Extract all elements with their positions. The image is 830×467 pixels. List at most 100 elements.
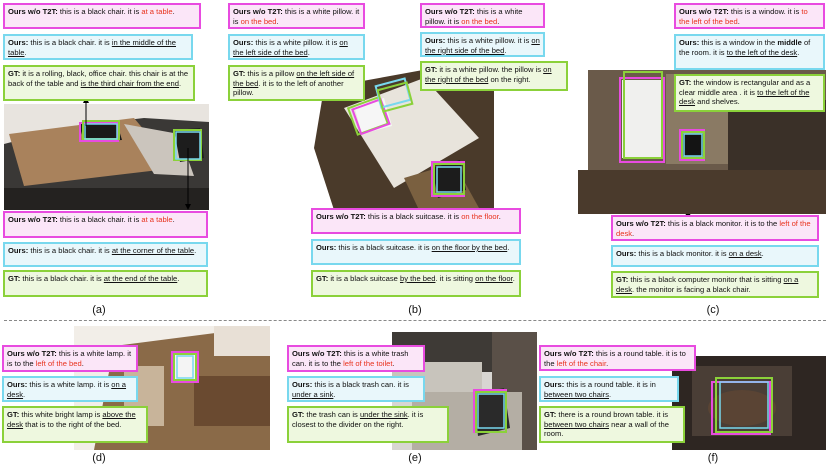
caption-label: GT: bbox=[7, 410, 20, 419]
caption-text: there is a round brown table. it is bbox=[556, 410, 669, 419]
caption-text: . bbox=[797, 47, 800, 57]
caption-box-a-ours-1: Ours: this is a black chair. it is in th… bbox=[3, 34, 193, 60]
caption-box-c-ours-wo-t2t-2: Ours w/o T2T: this is a black monitor. i… bbox=[611, 215, 819, 241]
caption-text: on the right. bbox=[488, 74, 531, 84]
key-phrase: on the right of the bed bbox=[425, 65, 552, 84]
key-phrase: above the desk bbox=[7, 410, 136, 429]
key-phrase: to the left of the desk bbox=[679, 87, 810, 107]
key-phrase: to the left of the desk bbox=[726, 47, 798, 57]
caption-label: GT: bbox=[616, 275, 629, 284]
caption-text: this is a white pillow. it is bbox=[445, 36, 532, 45]
caption-text: this is a black chair. it is bbox=[20, 274, 104, 283]
caption-label: Ours: bbox=[544, 380, 565, 389]
caption-text: . it is sitting bbox=[435, 274, 476, 283]
caption-label: Ours: bbox=[7, 380, 28, 389]
error-phrase: at a table bbox=[141, 215, 173, 224]
caption-text: . bbox=[178, 78, 182, 88]
key-phrase: at the corner of the table bbox=[111, 246, 195, 255]
caption-text: it is a white pillow. the pillow is bbox=[437, 65, 544, 74]
caption-box-a-ours-wo-t2t-2: Ours w/o T2T: this is a black chair. it … bbox=[3, 211, 208, 238]
error-phrase: at a table bbox=[141, 7, 173, 16]
caption-label: Ours w/o T2T: bbox=[316, 212, 366, 221]
panel-caption-f: (f) bbox=[707, 452, 719, 464]
caption-box-c-ours-2: Ours: this is a black monitor. it is on … bbox=[611, 245, 819, 267]
caption-text: this is a black chair. it is bbox=[28, 246, 112, 255]
caption-text: . bbox=[172, 7, 175, 16]
key-phrase: in the middle of the table bbox=[8, 38, 176, 57]
caption-box-c-gt-2: GT: this is a black computer monitor tha… bbox=[611, 271, 819, 298]
caption-box-b-ours-1: Ours: this is a white pillow. it is on t… bbox=[228, 34, 365, 60]
scene-image-b bbox=[314, 68, 494, 210]
caption-label: Ours: bbox=[425, 36, 446, 45]
caption-text: . bbox=[606, 358, 609, 368]
caption-label: Ours w/o T2T: bbox=[8, 215, 58, 224]
caption-label: Ours w/o T2T: bbox=[233, 7, 283, 16]
key-phrase: is the third chair from the end bbox=[80, 78, 179, 88]
caption-text: this is a black monitor. it is bbox=[636, 249, 729, 258]
caption-text: . it is closest to the divider on the ri… bbox=[292, 410, 424, 429]
caption-text: . bbox=[498, 212, 501, 221]
caption-text: this is a black chair. it is bbox=[57, 7, 142, 16]
caption-text: . bbox=[276, 16, 279, 26]
key-phrase: on the floor by the bed bbox=[431, 243, 508, 252]
caption-label: GT: bbox=[292, 410, 305, 419]
caption-label: Ours: bbox=[292, 380, 313, 389]
caption-text: that is to the right of the bed. bbox=[23, 419, 122, 429]
caption-box-c-ours-1: Ours: this is a window in the middle of … bbox=[674, 34, 825, 70]
key-phrase: on a desk bbox=[616, 275, 799, 294]
caption-box-b-ours-2: Ours: this is a white pillow. it is on t… bbox=[420, 32, 545, 57]
error-phrase: left of the chair bbox=[556, 358, 607, 368]
caption-text: . bbox=[392, 358, 395, 368]
caption-box-e-gt: GT: the trash can is under the sink. it … bbox=[287, 406, 449, 443]
key-phrase: on the right side of the bed bbox=[425, 36, 540, 55]
caption-text: . bbox=[172, 215, 175, 224]
caption-text: of the room. it is bbox=[679, 38, 811, 57]
error-phrase: on the bed bbox=[461, 16, 498, 26]
caption-text: . bbox=[737, 16, 740, 26]
caption-text: this is a window. it is bbox=[728, 7, 802, 16]
caption-label: GT: bbox=[8, 69, 21, 78]
caption-label: Ours w/o T2T: bbox=[292, 349, 342, 358]
caption-text: this is a black suitcase. it is bbox=[336, 243, 432, 252]
caption-text: this is a white pillow. it is bbox=[253, 38, 340, 47]
caption-text: the trash can is bbox=[304, 410, 360, 419]
caption-box-a-ours-wo-t2t-1: Ours w/o T2T: this is a black chair. it … bbox=[3, 3, 201, 29]
caption-text: . bbox=[177, 274, 180, 283]
key-phrase: on a desk bbox=[728, 249, 762, 258]
caption-label: Ours w/o T2T: bbox=[679, 7, 729, 16]
row-divider bbox=[4, 320, 826, 321]
key-phrase: under a sink bbox=[292, 389, 334, 399]
caption-text: . bbox=[23, 389, 26, 399]
caption-box-b-ours-wo-t2t-1: Ours w/o T2T: this is a white pillow. it… bbox=[228, 3, 365, 29]
caption-text: this is a white trash can. it is to the bbox=[292, 349, 409, 368]
caption-text: . bbox=[504, 45, 507, 55]
caption-text: . bbox=[81, 358, 84, 368]
key-phrase: under the sink bbox=[359, 410, 408, 419]
caption-label: Ours w/o T2T: bbox=[7, 349, 57, 358]
caption-label: Ours: bbox=[679, 38, 700, 47]
caption-text: this is a white pillow. it is bbox=[425, 7, 523, 26]
key-phrase: at the end of the table bbox=[103, 274, 178, 283]
caption-text: near a wall of the room. bbox=[544, 419, 669, 439]
caption-text: this is a black trash can. it is bbox=[312, 380, 409, 389]
caption-label: Ours w/o T2T: bbox=[616, 219, 666, 228]
caption-text: this is a pillow bbox=[245, 69, 297, 78]
caption-label: GT: bbox=[425, 65, 438, 74]
caption-box-d-ours-wo-t2t: Ours w/o T2T: this is a white lamp. it i… bbox=[2, 345, 138, 372]
caption-text: this is a black chair. it is bbox=[28, 38, 112, 47]
caption-text: . bbox=[333, 389, 336, 399]
caption-label: GT: bbox=[544, 410, 557, 419]
caption-label: Ours w/o T2T: bbox=[8, 7, 58, 16]
panel-caption-c: (c) bbox=[706, 304, 720, 316]
caption-text: this is a round table. it is in bbox=[564, 380, 656, 389]
panel-caption-d: (d) bbox=[92, 452, 106, 464]
caption-label: Ours: bbox=[316, 243, 337, 252]
caption-text: . bbox=[497, 16, 500, 26]
caption-text: this is a white lamp. it is bbox=[27, 380, 112, 389]
caption-text: . it is to the left of another pillow. bbox=[233, 78, 344, 98]
caption-box-d-gt: GT: this white bright lamp is above the … bbox=[2, 406, 148, 443]
key-phrase: on a desk bbox=[7, 380, 127, 399]
caption-box-f-ours: Ours: this is a round table. it is in be… bbox=[539, 376, 679, 402]
caption-label: Ours: bbox=[616, 249, 637, 258]
caption-label: Ours: bbox=[233, 38, 254, 47]
